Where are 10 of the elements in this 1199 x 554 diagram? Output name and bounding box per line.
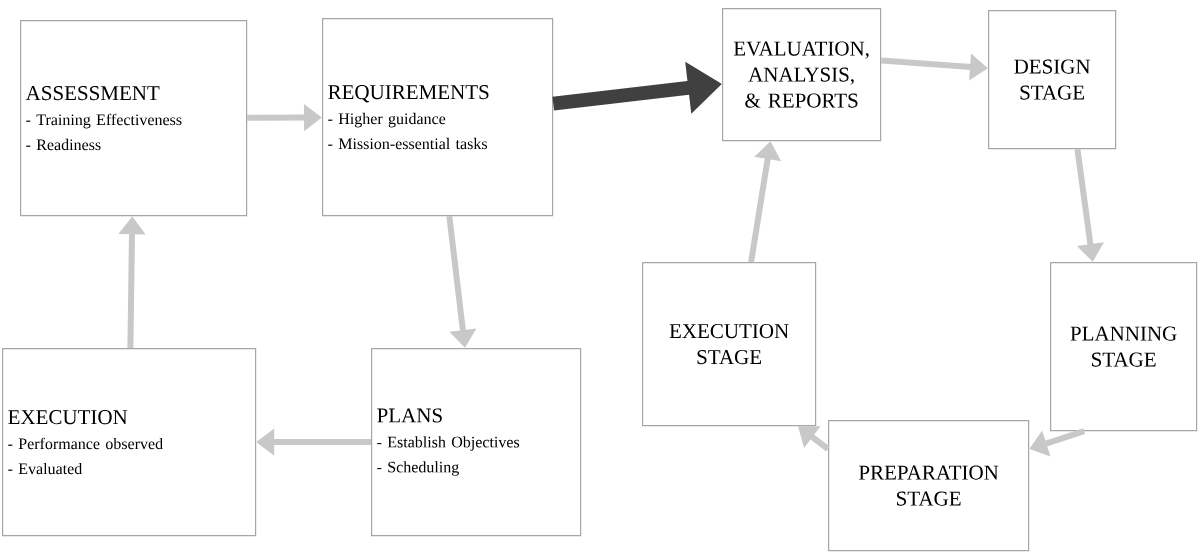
stage-box: PLANS - Establish Objectives - Scheduling bbox=[371, 348, 582, 537]
stage-box: EXECUTION STAGE bbox=[642, 262, 817, 427]
stage-box: EXECUTION - Performance observed - Evaluated bbox=[2, 348, 257, 537]
stage-box: EVALUATION, ANALYSIS, & REPORTS bbox=[722, 8, 882, 142]
arrow bbox=[798, 426, 830, 452]
stage-box: REQUIREMENTS - Higher guidance - Mission-essential tasks bbox=[322, 18, 554, 217]
stage-box: PLANNING STAGE bbox=[1050, 262, 1198, 432]
stage-box: DESIGN STAGE bbox=[988, 10, 1117, 150]
stage-box: ASSESSMENT - Training Effectiveness - Readiness bbox=[20, 20, 248, 217]
stage-box: PREPARATION STAGE bbox=[828, 420, 1030, 552]
